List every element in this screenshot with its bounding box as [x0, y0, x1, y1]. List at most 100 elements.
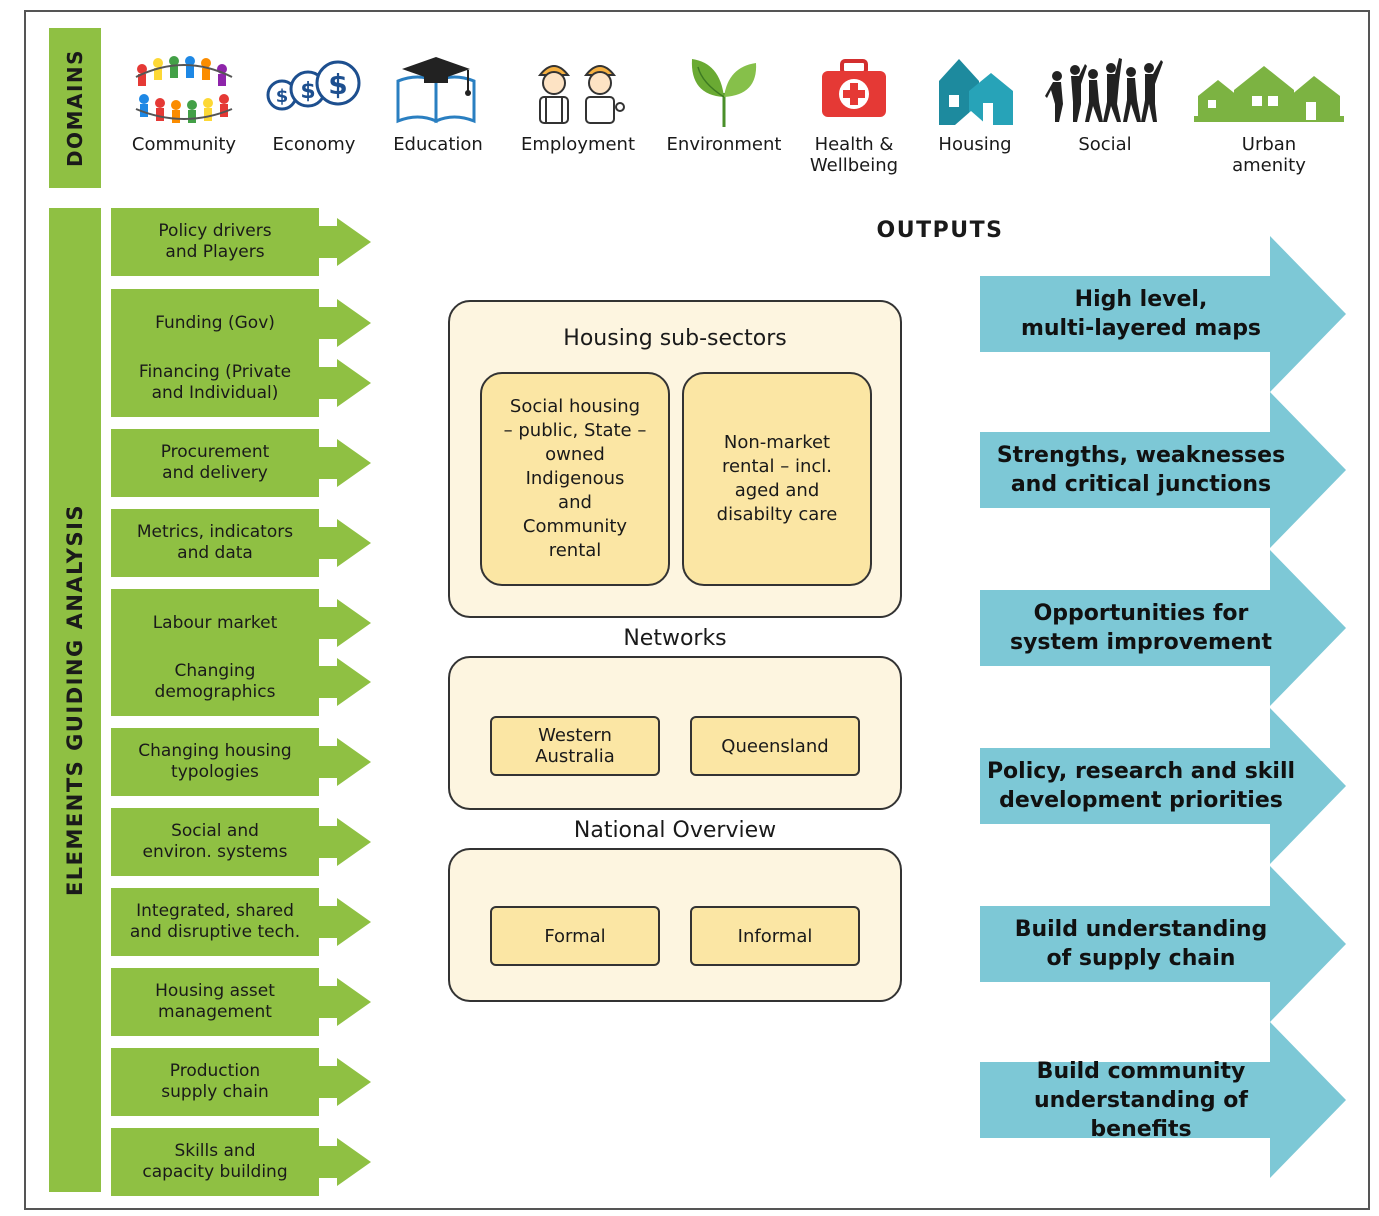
output-arrow-shape: [980, 392, 1346, 548]
element-arrow: Changing demographics: [111, 648, 373, 716]
output-label: Build community understanding of benefit…: [1033, 1058, 1248, 1142]
output-label: High level, multi-layered maps: [1020, 287, 1262, 341]
output-label: Strengths, weaknesses and critical junct…: [996, 443, 1286, 497]
domain-environment: Environment: [649, 48, 799, 155]
domain-community: Community: [109, 48, 259, 155]
domain-label: Economy: [272, 134, 356, 155]
svg-text:$: $: [328, 68, 347, 101]
element-arrow-shape: [111, 589, 371, 657]
output-arrow: Policy, research and skill development p…: [980, 708, 1350, 864]
domain-label: Social: [1078, 134, 1132, 155]
elements-label: ELEMENTS GUIDING ANALYSIS: [63, 503, 87, 897]
national-overview-title: National Overview: [573, 818, 777, 843]
element-arrow-shape: [111, 349, 371, 417]
element-arrow: Financing (Private and Individual): [111, 349, 373, 417]
output-label: Opportunities for system improvement: [1009, 601, 1272, 655]
formal-box: Formal: [490, 906, 660, 966]
output-arrow: High level, multi-layered maps: [980, 236, 1350, 392]
element-label: Integrated, shared and disruptive tech.: [129, 901, 301, 942]
element-label: Social and environ. systems: [142, 821, 288, 862]
outputs-title: OUTPUTS: [876, 218, 1004, 243]
community-people-ring-icon: [109, 48, 259, 130]
element-arrow-shape: [111, 429, 371, 497]
domain-education: Education: [363, 48, 513, 155]
western-australia-box: Western Australia: [490, 716, 660, 776]
domain-label: Employment: [520, 134, 636, 155]
element-label: Housing asset management: [155, 981, 275, 1022]
leaf-sprout-icon: [649, 48, 799, 130]
output-arrow: Build community understanding of benefit…: [980, 1022, 1350, 1178]
domain-label: Environment: [666, 134, 782, 155]
element-arrow-shape: [111, 208, 371, 276]
domain-label: Health & Wellbeing: [809, 134, 899, 176]
queensland-box: Queensland: [690, 716, 860, 776]
domain-label: Housing: [938, 134, 1012, 155]
element-arrow: Funding (Gov): [111, 289, 373, 357]
element-arrow-shape: [111, 1048, 371, 1116]
output-arrow-shape: [980, 1022, 1346, 1178]
element-arrow: Housing asset management: [111, 968, 373, 1036]
book-graduation-cap-icon: [363, 48, 513, 130]
domain-label: Education: [393, 134, 483, 155]
networks-title: Networks: [623, 626, 727, 651]
element-arrow: Changing housing typologies: [111, 728, 373, 796]
element-arrow-shape: [111, 968, 371, 1036]
dollar-coins-icon: $ $ $: [239, 48, 389, 130]
output-label: Policy, research and skill development p…: [986, 759, 1296, 813]
domain-social: Social: [1030, 48, 1180, 155]
element-label: Changing housing typologies: [138, 741, 292, 782]
element-label: Metrics, indicators and data: [136, 522, 294, 563]
element-label: Production supply chain: [161, 1061, 269, 1102]
element-label: Skills and capacity building: [142, 1141, 288, 1182]
element-arrow: Skills and capacity building: [111, 1128, 373, 1196]
element-arrow: Integrated, shared and disruptive tech.: [111, 888, 373, 956]
element-arrow-shape: [111, 289, 371, 357]
element-label: Financing (Private and Individual): [138, 362, 292, 403]
neighbourhood-houses-icon: [1185, 48, 1353, 130]
output-arrow-shape: [980, 708, 1346, 864]
output-arrow: Strengths, weaknesses and critical junct…: [980, 392, 1350, 548]
domain-label: Community: [131, 134, 237, 155]
domains-label: DOMAINS: [63, 48, 88, 168]
houses-icon: [900, 48, 1050, 130]
element-arrow: Metrics, indicators and data: [111, 509, 373, 577]
element-label: Policy drivers and Players: [158, 221, 272, 262]
domain-label: Urban amenity: [1232, 134, 1306, 176]
output-arrow-shape: [980, 236, 1346, 392]
domain-economy: $ $ $ Economy: [239, 48, 389, 155]
element-arrow-shape: [111, 808, 371, 876]
element-arrow-shape: [111, 509, 371, 577]
element-arrow: Social and environ. systems: [111, 808, 373, 876]
element-label: Changing demographics: [154, 661, 276, 702]
element-arrow: Procurement and delivery: [111, 429, 373, 497]
svg-text:$: $: [300, 79, 315, 104]
non-market-rental-box: Non-market rental – incl. aged and disab…: [682, 372, 872, 586]
element-arrow: Labour market: [111, 589, 373, 657]
domains-label-bar: DOMAINS: [49, 28, 101, 188]
elements-label-bar: ELEMENTS GUIDING ANALYSIS: [49, 208, 101, 1192]
output-arrow: Opportunities for system improvement: [980, 550, 1350, 706]
domain-housing: Housing: [900, 48, 1050, 155]
domain-health-wellbeing: Health & Wellbeing: [779, 48, 929, 176]
element-arrow-shape: [111, 888, 371, 956]
domain-employment: Employment: [503, 48, 653, 155]
element-arrow-shape: [111, 1128, 371, 1196]
social-housing-box: Social housing – public, State – owned I…: [480, 372, 670, 586]
element-label: Funding (Gov): [155, 312, 275, 333]
workers-icon: [503, 48, 653, 130]
svg-text:$: $: [276, 86, 289, 107]
element-arrow: Policy drivers and Players: [111, 208, 373, 276]
output-arrow-shape: [980, 866, 1346, 1022]
output-arrow: Build understanding of supply chain: [980, 866, 1350, 1022]
informal-box: Informal: [690, 906, 860, 966]
element-arrow-shape: [111, 648, 371, 716]
output-arrow-shape: [980, 550, 1346, 706]
output-label: Build understanding of supply chain: [1014, 917, 1268, 971]
element-arrow: Production supply chain: [111, 1048, 373, 1116]
element-arrow-shape: [111, 728, 371, 796]
first-aid-kit-icon: [779, 48, 929, 130]
domain-urban-amenity: Urban amenity: [1185, 48, 1353, 176]
element-label: Procurement and delivery: [160, 442, 270, 483]
housing-subsectors-title: Housing sub-sectors: [563, 326, 787, 351]
element-label: Labour market: [152, 612, 278, 633]
